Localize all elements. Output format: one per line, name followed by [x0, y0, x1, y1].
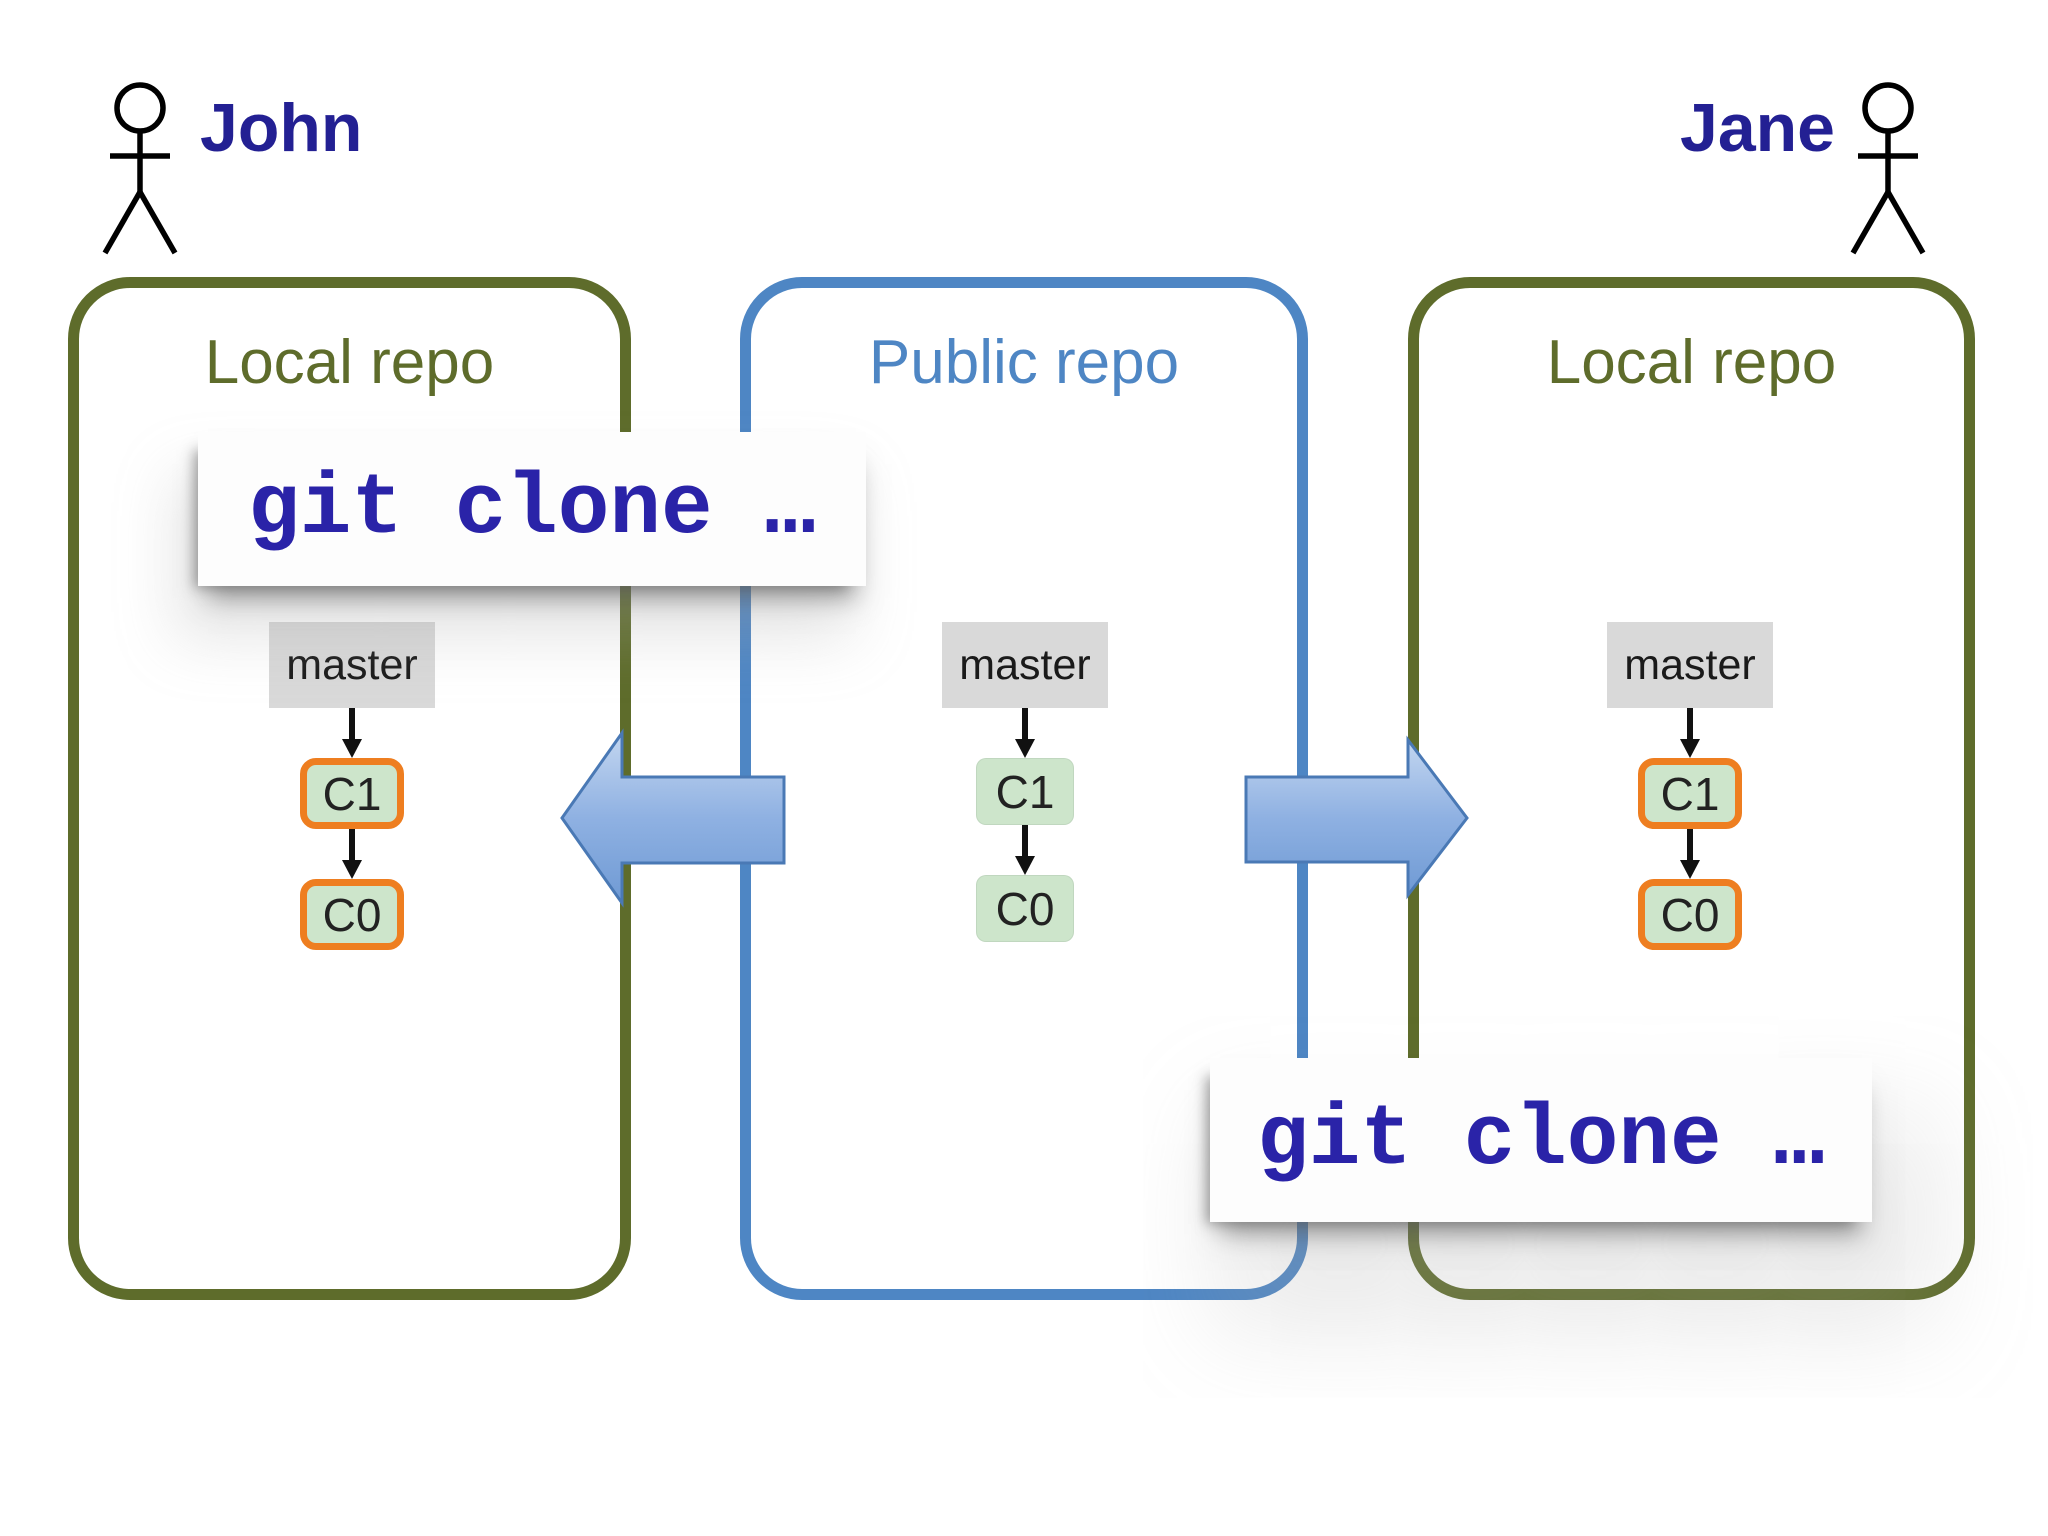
arrow-down-icon [1015, 825, 1035, 875]
actor-name-jane: Jane [1680, 90, 1835, 166]
commit-column-jane: master C1 C0 [1605, 622, 1775, 950]
arrow-down-icon [1015, 708, 1035, 758]
commit-node: C1 [976, 758, 1074, 825]
commit-node: C0 [300, 879, 404, 950]
commit-column-john: master C1 C0 [267, 622, 437, 950]
clone-flow-arrow-left-icon [560, 728, 786, 908]
branch-label: master [269, 622, 435, 708]
clone-flow-arrow-right-icon [1244, 735, 1469, 900]
branch-label: master [1607, 622, 1773, 708]
actor-name-john: John [200, 90, 363, 166]
commit-node: C1 [300, 758, 404, 829]
arrow-down-icon [342, 829, 362, 879]
commit-node: C1 [1638, 758, 1742, 829]
command-banner-john-clone: git clone … [198, 432, 866, 586]
commit-node: C0 [976, 875, 1074, 942]
command-text: git clone … [248, 460, 816, 558]
branch-label: master [942, 622, 1108, 708]
person-stick-figure-icon [1850, 82, 1926, 255]
arrow-down-icon [1680, 708, 1700, 758]
arrow-down-icon [342, 708, 362, 758]
arrow-down-icon [1680, 829, 1700, 879]
person-stick-figure-icon [102, 82, 178, 255]
repo-title: Public repo [868, 328, 1180, 397]
commit-column-public: master C1 C0 [940, 622, 1110, 942]
command-text: git clone … [1257, 1091, 1825, 1189]
repo-title: Local repo [1546, 328, 1837, 397]
command-banner-jane-clone: git clone … [1210, 1058, 1872, 1222]
repo-title: Local repo [204, 328, 495, 397]
commit-node: C0 [1638, 879, 1742, 950]
